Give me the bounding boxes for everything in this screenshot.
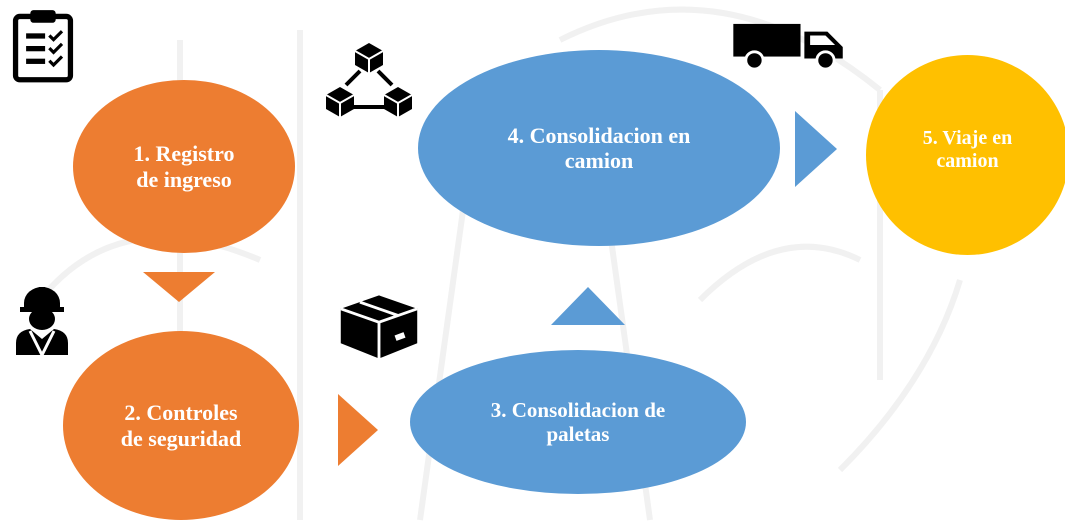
step-camion-label-line2: camion — [564, 148, 634, 173]
step-viaje-camion: 5. Viaje en camion — [866, 55, 1065, 255]
arrow-registro-to-controles — [143, 272, 215, 302]
arrow-controles-to-paletas — [338, 394, 378, 466]
step-viaje-label-line1: 5. Viaje en — [922, 127, 1013, 149]
step-registro-label-line1: 1. Registro — [133, 141, 235, 167]
step-paletas-label: 3. Consolidacion de paletas — [491, 398, 665, 446]
security-worker-icon — [16, 287, 68, 357]
network-boxes-icon — [325, 43, 413, 117]
step-consolidacion-camion: 4. Consolidacion en camion — [418, 50, 780, 246]
step-viaje-label-line2: camion — [936, 150, 999, 172]
clipboard-checklist-icon — [12, 10, 74, 83]
box-icon — [340, 295, 418, 359]
step-controles-label: 2. Controles de seguridad — [121, 400, 241, 451]
step-controles-seguridad: 2. Controles de seguridad — [63, 331, 299, 520]
step-consolidacion-paletas: 3. Consolidacion de paletas — [410, 350, 746, 494]
step-controles-label-line1: 2. Controles — [124, 400, 238, 426]
step-controles-label-line2: de seguridad — [120, 425, 242, 451]
arrow-camion-to-viaje — [795, 111, 837, 187]
step-camion-label-line1: 4. Consolidacion en — [507, 122, 691, 148]
arrow-paletas-to-camion — [551, 287, 625, 325]
step-registro-label-line2: de ingreso — [136, 166, 232, 192]
step-camion-label: 4. Consolidacion en camion — [508, 123, 691, 174]
step-paletas-label-line2: paletas — [546, 422, 610, 446]
step-paletas-label-line1: 3. Consolidacion de — [490, 397, 666, 422]
step-registro-label: 1. Registro de ingreso — [133, 141, 234, 192]
step-viaje-label: 5. Viaje en camion — [923, 127, 1012, 173]
step-registro-ingreso: 1. Registro de ingreso — [73, 80, 295, 253]
truck-icon — [733, 23, 843, 70]
